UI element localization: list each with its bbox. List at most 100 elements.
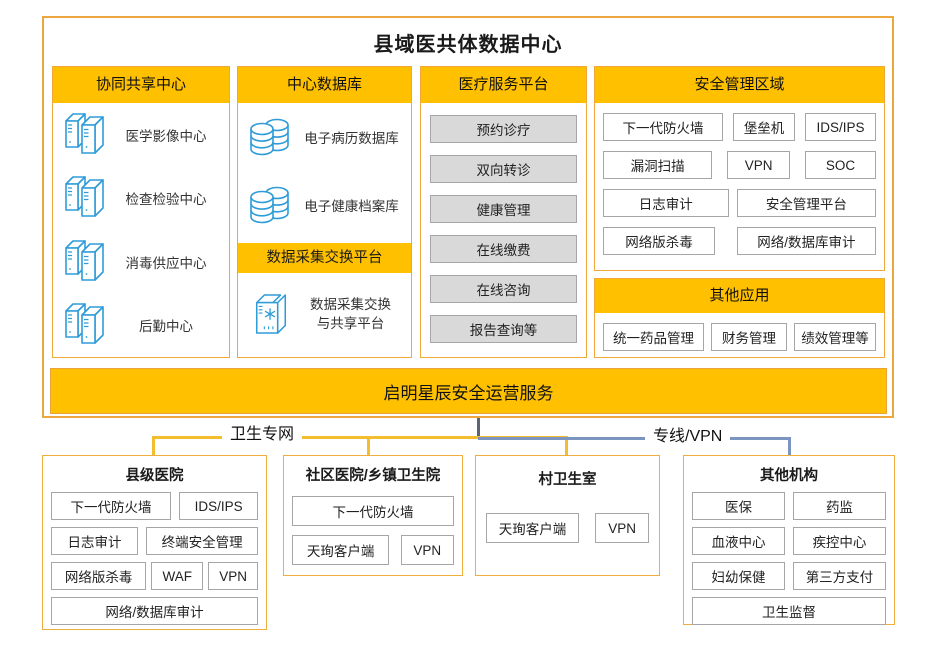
county-row: 下一代防火墙 IDS/IPS — [51, 492, 258, 520]
community-chip: 天珣客户端 — [292, 535, 390, 565]
list-item: 电子健康档案库 — [238, 171, 411, 239]
county-chip: 下一代防火墙 — [51, 492, 172, 520]
vpn-line-label: 专线/VPN — [645, 422, 731, 446]
service-button: 健康管理 — [430, 195, 577, 223]
community-chip: 下一代防火墙 — [292, 496, 454, 526]
panel-other-apps: 其他应用 统一药品管理 财务管理 绩效管理等 — [594, 278, 885, 358]
panel-share-center: 协同共享中心 医学影像中心 检查检验中心 消毒供应中心 后勤中心 — [52, 66, 230, 358]
server-icon — [65, 176, 104, 218]
service-button: 在线咨询 — [430, 275, 577, 303]
connector-vpn-drop — [788, 437, 791, 456]
security-chip: 网络/数据库审计 — [736, 227, 876, 255]
box-county-hospital-title: 县级医院 — [125, 468, 184, 484]
institution-chip: 卫生监督 — [692, 597, 886, 625]
county-chip: 网络/数据库审计 — [51, 597, 258, 625]
app-chip: 统一药品管理 — [603, 323, 704, 351]
app-chip: 财务管理 — [710, 323, 788, 351]
db-item-label: 电子健康档案库 — [304, 199, 399, 214]
service-button: 预约诊疗 — [430, 115, 577, 143]
institution-row: 妇幼保健 第三方支付 — [692, 562, 886, 590]
list-item: 消毒供应中心 — [53, 230, 229, 294]
panel-medical-service-header: 医疗服务平台 — [421, 67, 586, 103]
security-chip: 漏洞扫描 — [603, 151, 713, 179]
exchange-server-icon — [255, 294, 287, 334]
community-row: 下一代防火墙 — [292, 496, 454, 526]
county-chip: IDS/IPS — [179, 492, 258, 520]
connector-stub-line — [477, 418, 480, 438]
security-row: 网络版杀毒 网络/数据库审计 — [603, 227, 876, 255]
box-county-hospital: 县级医院 下一代防火墙 IDS/IPS 日志审计 终端安全管理 网络版杀毒 WA… — [42, 455, 267, 630]
county-chip: 终端安全管理 — [146, 527, 258, 555]
security-chip: 下一代防火墙 — [603, 113, 724, 141]
institution-row: 卫生监督 — [692, 597, 886, 625]
county-row: 日志审计 终端安全管理 — [51, 527, 258, 555]
institution-row: 医保 药监 — [692, 492, 886, 520]
server-icon — [65, 239, 104, 281]
connector-health-net-drop — [565, 436, 568, 456]
security-row: 日志审计 安全管理平台 — [603, 189, 876, 217]
list-item: 电子病历数据库 — [238, 103, 411, 171]
panel-central-db: 中心数据库 电子病历数据库 电子健康档案库 数据采集交换平台 数据采集交换 与共… — [237, 66, 412, 358]
connector-health-net-drop — [152, 436, 155, 456]
share-item-label: 消毒供应中心 — [125, 255, 207, 271]
connector-health-net-line — [152, 436, 568, 439]
security-chip: 安全管理平台 — [736, 189, 876, 217]
list-item: 数据采集交换 与共享平台 — [238, 273, 411, 357]
village-row: 天珣客户端 VPN — [486, 513, 649, 543]
panel-other-apps-header: 其他应用 — [595, 279, 884, 313]
security-row: 漏洞扫描 VPN SOC — [603, 151, 876, 179]
share-item-label: 检查检验中心 — [125, 192, 207, 208]
connector-vpn-line — [478, 437, 791, 440]
panel-medical-service: 医疗服务平台 预约诊疗 双向转诊 健康管理 在线缴费 在线咨询 报告查询等 — [420, 66, 587, 358]
server-icon — [65, 112, 104, 154]
security-row: 下一代防火墙 堡垒机 IDS/IPS — [603, 113, 876, 141]
panel-share-center-header: 协同共享中心 — [53, 67, 229, 103]
list-item: 后勤中心 — [53, 294, 229, 358]
institution-chip: 疾控中心 — [792, 527, 886, 555]
box-village-clinic-title: 村卫生室 — [538, 472, 597, 488]
page-title: 县域医共体数据中心 — [373, 34, 563, 56]
village-chip: 天珣客户端 — [486, 513, 579, 543]
database-icon — [250, 118, 289, 156]
ops-bar: 启明星辰安全运营服务 — [50, 368, 887, 414]
panel-central-db-header: 中心数据库 — [238, 67, 411, 103]
service-button: 双向转诊 — [430, 155, 577, 183]
institution-chip: 妇幼保健 — [692, 562, 786, 590]
county-chip: 日志审计 — [51, 527, 138, 555]
security-chip: 堡垒机 — [732, 113, 796, 141]
county-chip: VPN — [208, 562, 258, 590]
village-chip: VPN — [595, 513, 649, 543]
share-item-label: 后勤中心 — [139, 319, 193, 335]
connector-health-net-drop — [367, 436, 370, 456]
database-icon — [250, 186, 289, 224]
service-button: 报告查询等 — [430, 315, 577, 343]
security-chip: 网络版杀毒 — [603, 227, 715, 255]
security-chip: SOC — [805, 151, 876, 179]
security-chip: VPN — [727, 151, 790, 179]
institution-chip: 第三方支付 — [792, 562, 886, 590]
community-row: 天珣客户端 VPN — [292, 535, 454, 565]
exchange-item-line2: 与共享平台 — [316, 316, 385, 331]
panel-security-area-header: 安全管理区域 — [595, 67, 884, 103]
box-other-institutions-title: 其他机构 — [760, 468, 818, 484]
institution-chip: 医保 — [692, 492, 786, 520]
app-chip: 绩效管理等 — [794, 323, 876, 351]
box-community-hospital-title: 社区医院/乡镇卫生院 — [305, 468, 441, 484]
institution-chip: 血液中心 — [692, 527, 786, 555]
security-chip: 日志审计 — [603, 189, 729, 217]
list-item: 检查检验中心 — [53, 167, 229, 231]
share-item-label: 医学影像中心 — [125, 128, 207, 144]
list-item: 医学影像中心 — [53, 103, 229, 167]
security-chip: IDS/IPS — [805, 113, 876, 141]
county-row: 网络版杀毒 WAF VPN — [51, 562, 258, 590]
exchange-item-label: 数据采集交换 与共享平台 — [290, 296, 411, 334]
db-item-label: 电子病历数据库 — [304, 131, 399, 146]
exchange-platform-header: 数据采集交换平台 — [238, 243, 411, 273]
apps-row: 统一药品管理 财务管理 绩效管理等 — [603, 323, 876, 351]
box-community-hospital: 社区医院/乡镇卫生院 下一代防火墙 天珣客户端 VPN — [283, 455, 463, 576]
data-center-container: 县域医共体数据中心 协同共享中心 医学影像中心 检查检验中心 消毒供应中心 后勤… — [42, 16, 894, 418]
community-chip: VPN — [400, 535, 454, 565]
county-chip: 网络版杀毒 — [51, 562, 147, 590]
health-net-label: 卫生专网 — [222, 420, 303, 444]
service-button: 在线缴费 — [430, 235, 577, 263]
